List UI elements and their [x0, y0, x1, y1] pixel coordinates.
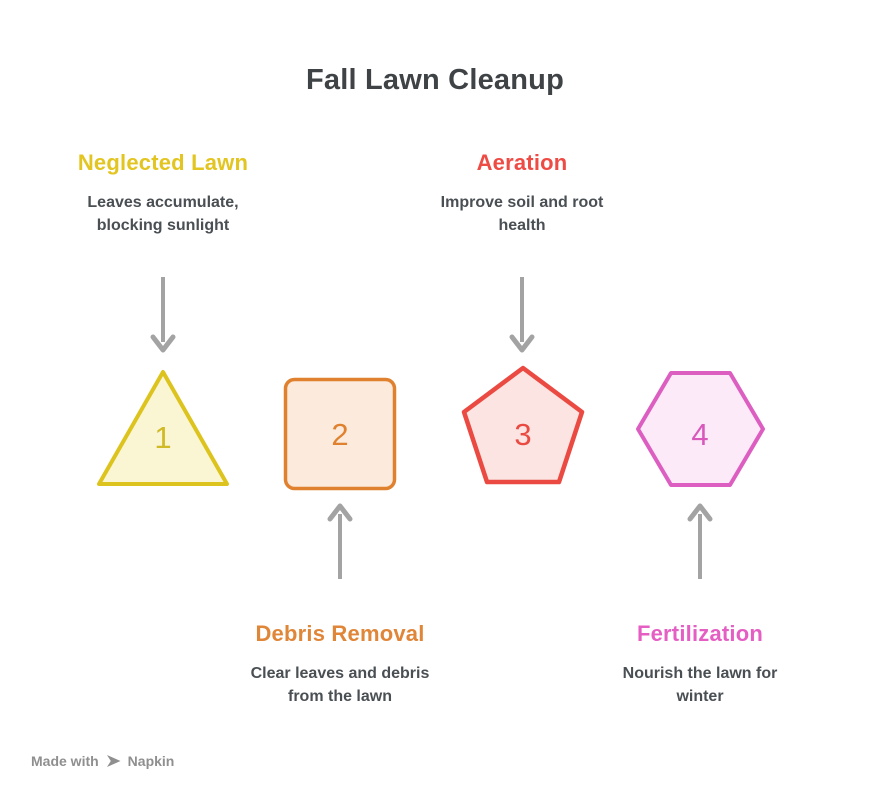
- step-1-heading: Neglected Lawn: [77, 150, 249, 175]
- arrow-down-icon: [509, 277, 535, 353]
- arrow-up-icon: [327, 503, 353, 579]
- step-2-square-shape: [283, 377, 397, 491]
- step-3-number: 3: [514, 417, 532, 452]
- step-1-number: 1: [154, 420, 172, 455]
- step-4-description-text: Nourish the lawn for winter: [622, 665, 778, 705]
- step-2-heading: Debris Removal: [255, 621, 425, 646]
- step-4-description: Nourish the lawn for winter: [580, 662, 820, 708]
- page-title: Fall Lawn Cleanup: [306, 64, 564, 96]
- step-4-heading: Fertilization: [636, 621, 764, 646]
- hexagon: [636, 371, 765, 487]
- step-3-heading: Aeration: [476, 150, 568, 175]
- arrow-up-icon: [687, 503, 713, 579]
- step-3-description: Improve soil and root health: [402, 191, 642, 237]
- made-with-napkin-credit: Made with Napkin: [31, 752, 174, 769]
- arrow-head: [150, 334, 176, 353]
- step-2-description-text: Clear leaves and debris from the lawn: [250, 665, 430, 705]
- made-with-label: Made with: [31, 752, 99, 769]
- square: [283, 377, 397, 491]
- step-3-description-text: Improve soil and root health: [440, 194, 604, 234]
- napkin-brand-label: Napkin: [127, 752, 175, 769]
- arrow-head: [327, 503, 353, 522]
- step-4-hexagon-shape: [636, 371, 765, 487]
- pentagon: [461, 365, 585, 485]
- step-3-pentagon-shape: [461, 365, 585, 485]
- napkin-logo-icon: [105, 753, 122, 769]
- step-2-description: Clear leaves and debris from the lawn: [220, 662, 460, 708]
- triangle: [97, 370, 229, 486]
- step-1-triangle-shape: [97, 370, 229, 486]
- step-1-description-text: Leaves accumulate, blocking sunlight: [87, 194, 239, 234]
- arrow-down-icon: [150, 277, 176, 353]
- step-1-description: Leaves accumulate, blocking sunlight: [43, 191, 283, 237]
- step-2-number: 2: [331, 417, 349, 452]
- arrow-head: [687, 503, 713, 522]
- arrow-head: [509, 334, 535, 353]
- step-4-number: 4: [691, 417, 709, 452]
